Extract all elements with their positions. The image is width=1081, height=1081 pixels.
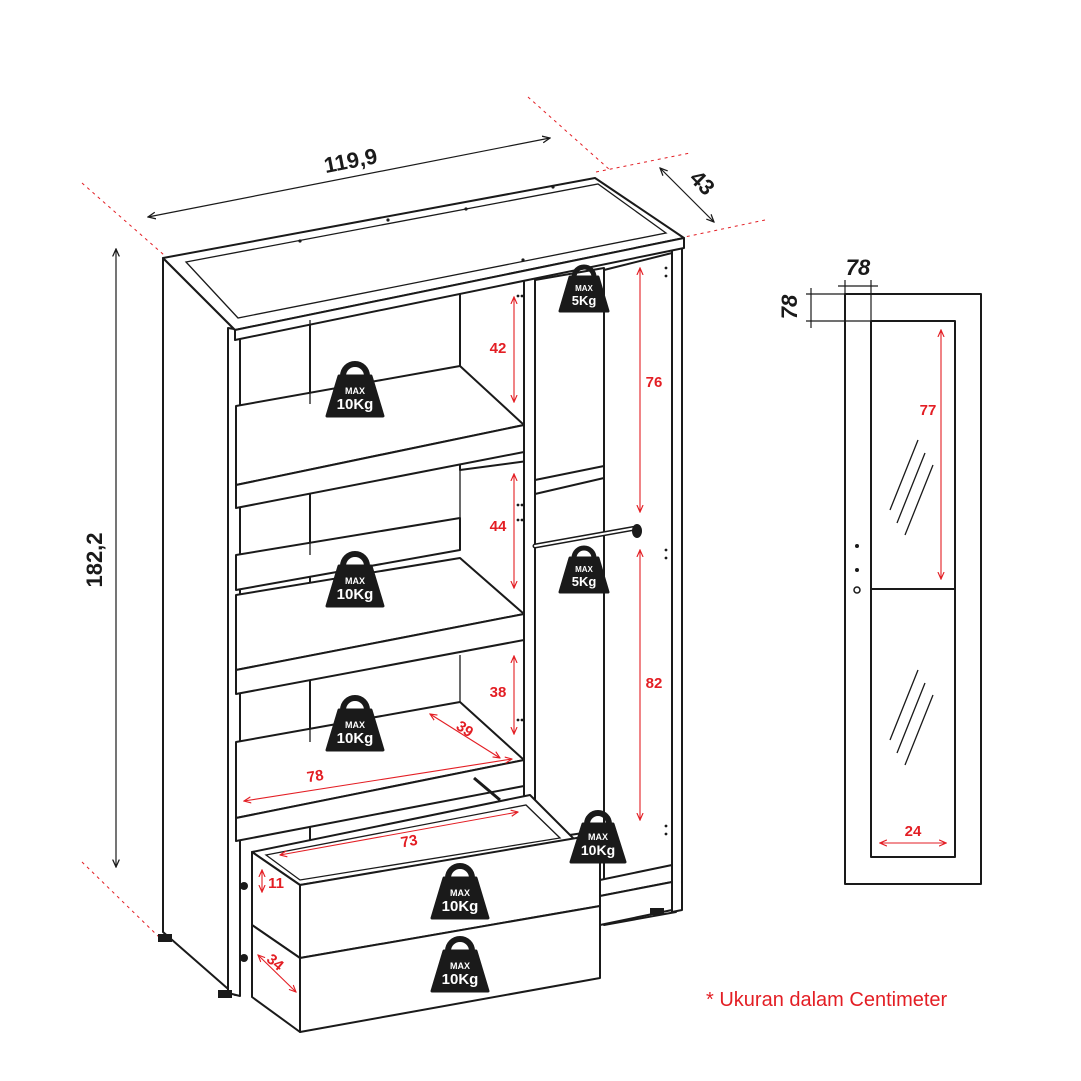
svg-text:MAX: MAX [450, 888, 470, 898]
svg-text:MAX: MAX [450, 961, 470, 971]
wardrobe-body [158, 177, 685, 998]
hanging-lower-label: 82 [646, 675, 663, 692]
hanging-upper-label: 76 [646, 374, 663, 391]
weight-5kg-icon: MAX 5Kg [558, 545, 610, 594]
units-footnote: * Ukuran dalam Centimeter [706, 989, 948, 1011]
svg-text:MAX: MAX [575, 284, 593, 293]
depth-dimension-line [660, 168, 714, 222]
door-frame-top-label: 78 [846, 255, 871, 280]
shelf-depth-label: 39 [453, 718, 476, 741]
svg-text:MAX: MAX [575, 565, 593, 574]
weight-icons: MAX 10Kg MAX 10Kg MAX 10Kg MAX 5Kg MAX 5… [325, 264, 627, 993]
svg-text:10Kg: 10Kg [337, 730, 374, 747]
svg-text:10Kg: 10Kg [337, 396, 374, 413]
weight-5kg-icon: MAX 5Kg [558, 264, 610, 313]
weight-10kg-icon: MAX 10Kg [430, 936, 490, 993]
shelf-gap-3-label: 38 [490, 684, 507, 701]
shelf-gap-1-label: 42 [490, 340, 507, 357]
svg-text:10Kg: 10Kg [337, 586, 374, 603]
weight-10kg-icon: MAX 10Kg [569, 810, 627, 864]
shelf-width-label: 78 [306, 767, 325, 786]
weight-10kg-icon: MAX 10Kg [325, 361, 385, 418]
depth-label: 43 [685, 165, 720, 200]
svg-text:MAX: MAX [345, 576, 365, 586]
drawer-width-label: 73 [400, 832, 419, 852]
svg-text:MAX: MAX [588, 832, 608, 842]
mirror-width-label: 24 [905, 823, 922, 840]
svg-text:MAX: MAX [345, 386, 365, 396]
guide-lines [81, 96, 766, 939]
shelf-gap-2-label: 44 [490, 518, 507, 535]
weight-10kg-icon: MAX 10Kg [430, 863, 490, 920]
mirror-reflection-icon [889, 439, 934, 766]
svg-text:10Kg: 10Kg [442, 971, 479, 988]
height-label: 182,2 [82, 532, 107, 587]
svg-text:5Kg: 5Kg [572, 574, 597, 589]
mirror-height-label: 77 [920, 402, 937, 419]
door-frame-side-label: 78 [777, 294, 802, 319]
weight-10kg-icon: MAX 10Kg [325, 551, 385, 608]
svg-text:MAX: MAX [345, 720, 365, 730]
drawer-height-label: 11 [268, 875, 284, 892]
svg-text:10Kg: 10Kg [442, 898, 479, 915]
width-dimension-line [148, 138, 550, 217]
svg-text:10Kg: 10Kg [581, 842, 615, 858]
weight-10kg-icon: MAX 10Kg [325, 695, 385, 752]
door-panel: 78 78 77 24 [777, 255, 982, 885]
svg-text:5Kg: 5Kg [572, 293, 597, 308]
